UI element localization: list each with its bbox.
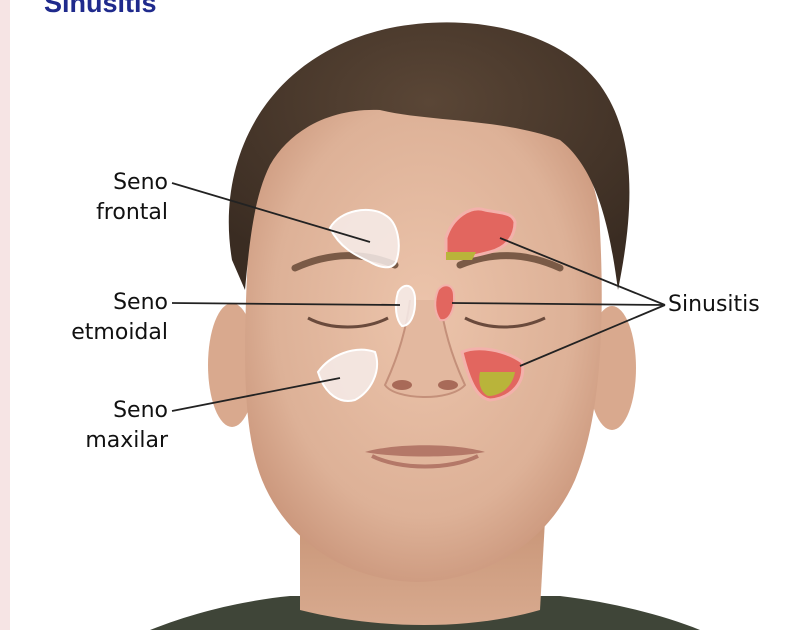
right-nostril (438, 380, 458, 390)
label-frontal-line-1: Seno (40, 168, 168, 198)
label-maxilar-line-2: maxilar (40, 426, 168, 456)
ethmoid-sinus-inflamed (435, 285, 454, 320)
label-frontal-line-2: frontal (40, 198, 168, 228)
label-seno-maxilar: Seno maxilar (40, 396, 168, 456)
left-nostril (392, 380, 412, 390)
label-seno-frontal: Seno frontal (40, 168, 168, 228)
label-etmoidal-line-2: etmoidal (40, 318, 168, 348)
frontal-sinus-mucus (446, 252, 476, 260)
label-etmoidal-line-1: Seno (40, 288, 168, 318)
label-maxilar-line-1: Seno (40, 396, 168, 426)
label-seno-etmoidal: Seno etmoidal (40, 288, 168, 348)
label-sinusitis: Sinusitis (668, 290, 760, 320)
